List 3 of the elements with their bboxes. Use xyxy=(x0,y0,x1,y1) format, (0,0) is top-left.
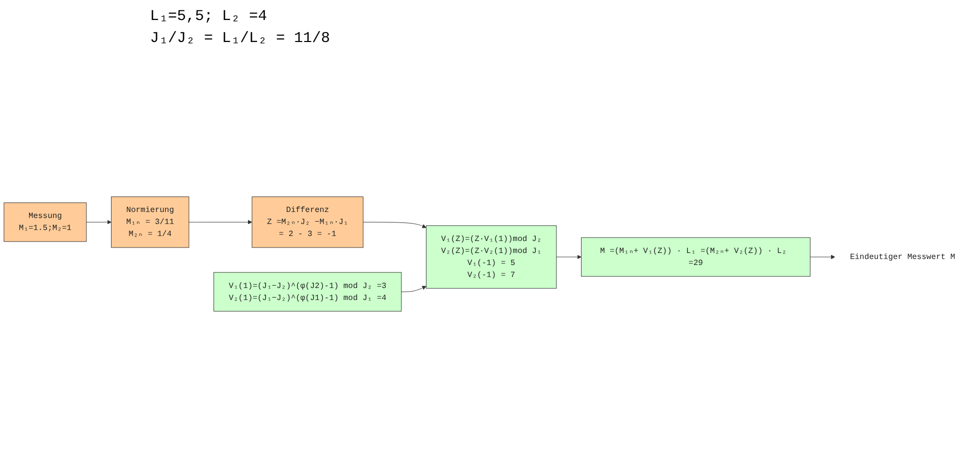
formula-note: J₁/J₂ = L₁/L₂ = 11/8 xyxy=(150,29,330,49)
formula-note: L₁=5,5; L₂ =4 xyxy=(150,7,268,27)
arrow xyxy=(556,254,582,260)
